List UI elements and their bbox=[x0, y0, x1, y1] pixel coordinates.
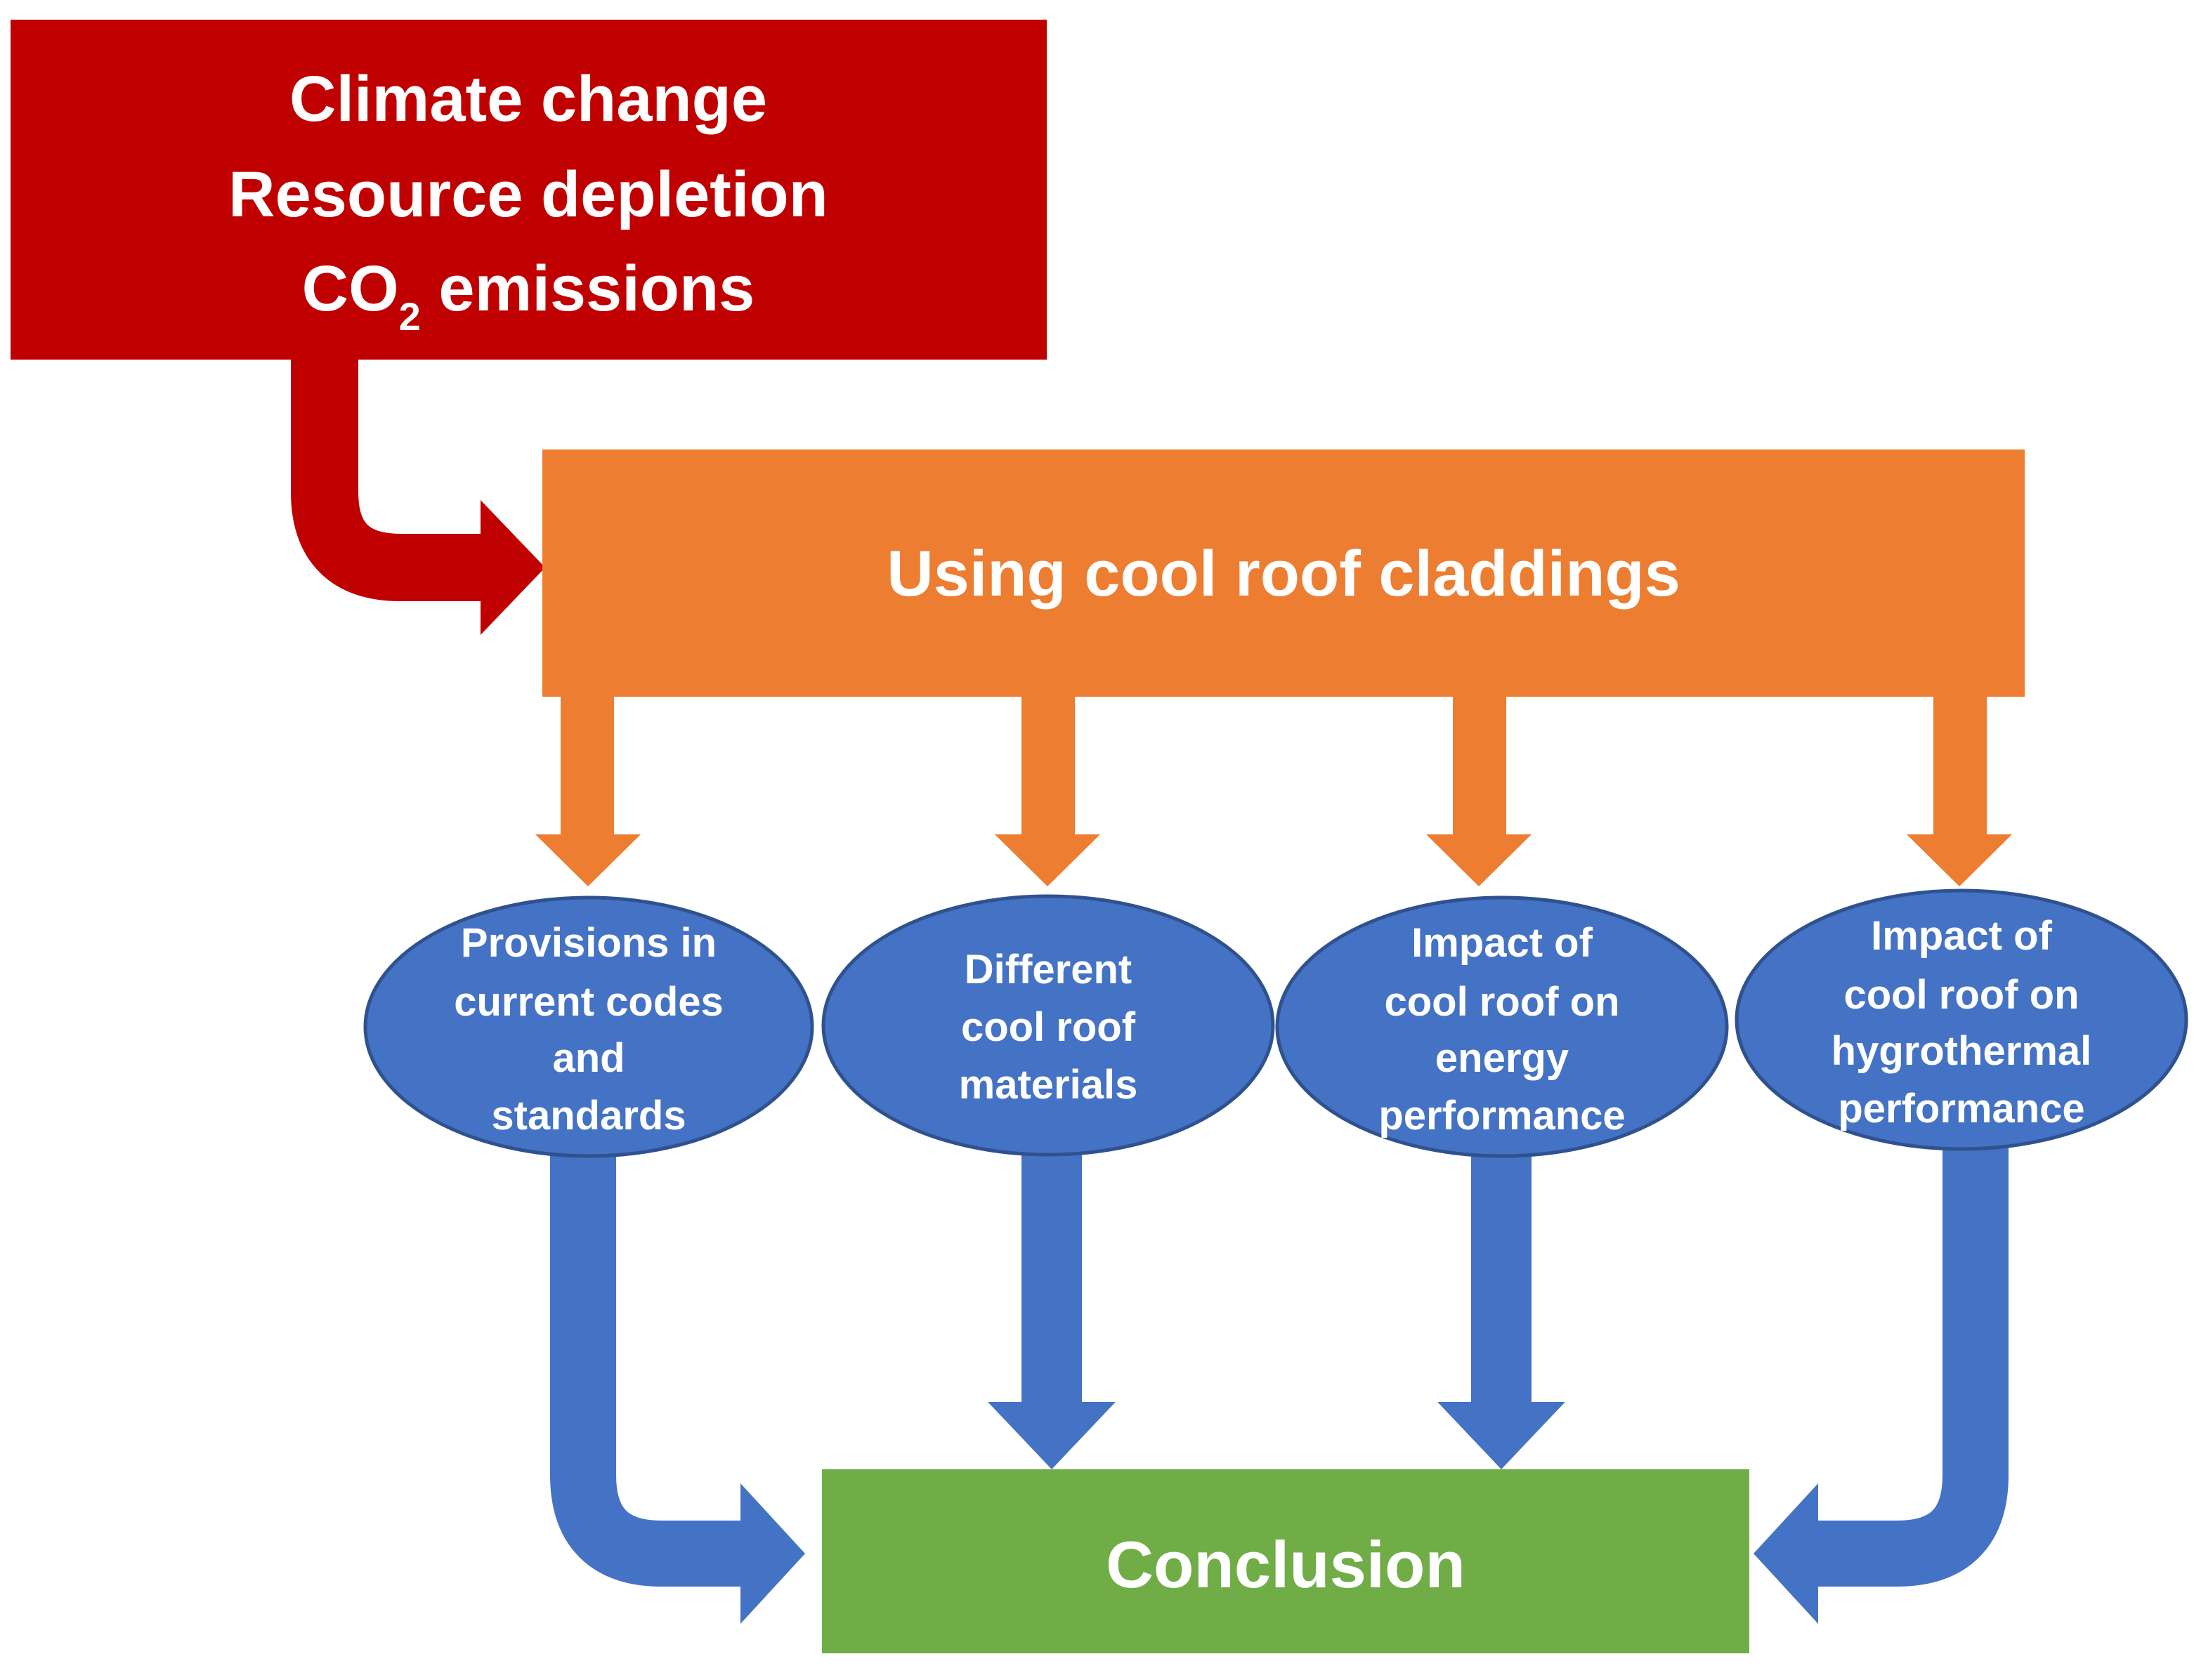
arrow-drivers-to-approach bbox=[291, 358, 545, 635]
conclusion-label: Conclusion bbox=[1106, 1528, 1465, 1601]
arrow-topic-4-to-conclusion bbox=[1754, 1145, 2009, 1624]
topic-3-line-2: cool roof on bbox=[1384, 979, 1619, 1025]
topic-1-line-3: and bbox=[552, 1035, 625, 1081]
topic-2: Different cool roof materials bbox=[821, 894, 1275, 1157]
drivers-box: Climate change Resource depletion CO2 em… bbox=[11, 20, 1047, 360]
topic-1-line-4: standards bbox=[491, 1093, 686, 1138]
arrow-approach-to-topic-2 bbox=[995, 688, 1100, 886]
arrow-approach-to-topic-4 bbox=[1907, 688, 2012, 886]
topic-3-line-4: performance bbox=[1378, 1093, 1625, 1138]
topic-4-line-3: hygrothermal bbox=[1831, 1028, 2092, 1074]
topic-1-line-2: current codes bbox=[454, 979, 724, 1025]
topic-1: Provisions in current codes and standard… bbox=[363, 895, 814, 1158]
arrow-topic-3-to-conclusion bbox=[1437, 1152, 1565, 1469]
topic-3: Impact of cool roof on energy performanc… bbox=[1275, 895, 1729, 1158]
arrow-topic-2-to-conclusion bbox=[988, 1152, 1116, 1469]
drivers-line-1: Climate change bbox=[289, 63, 767, 135]
drivers-line-3: CO2 emissions bbox=[302, 253, 755, 339]
topic-1-line-1: Provisions in bbox=[461, 920, 717, 966]
topic-2-line-1: Different bbox=[965, 947, 1132, 992]
approach-box: Using cool roof claddings bbox=[542, 449, 2025, 697]
topic-4: Impact of cool roof on hygrothermal perf… bbox=[1735, 888, 2188, 1151]
arrow-approach-to-topic-1 bbox=[535, 688, 641, 886]
approach-arrows bbox=[535, 688, 2012, 886]
topic-3-line-1: Impact of bbox=[1411, 920, 1593, 966]
drivers-line-2: Resource depletion bbox=[228, 159, 828, 230]
topic-4-line-4: performance bbox=[1838, 1086, 2084, 1131]
topic-4-line-1: Impact of bbox=[1871, 913, 2052, 959]
arrow-approach-to-topic-3 bbox=[1426, 688, 1532, 886]
topic-2-line-2: cool roof bbox=[961, 1004, 1136, 1050]
topic-2-line-3: materials bbox=[959, 1062, 1138, 1108]
topic-3-line-3: energy bbox=[1435, 1035, 1569, 1081]
arrow-topic-1-to-conclusion bbox=[550, 1152, 805, 1624]
topic-arrows bbox=[550, 1145, 2009, 1624]
topic-4-line-2: cool roof on bbox=[1843, 972, 2079, 1018]
conclusion-box: Conclusion bbox=[822, 1469, 1749, 1653]
approach-label: Using cool roof claddings bbox=[887, 538, 1680, 610]
